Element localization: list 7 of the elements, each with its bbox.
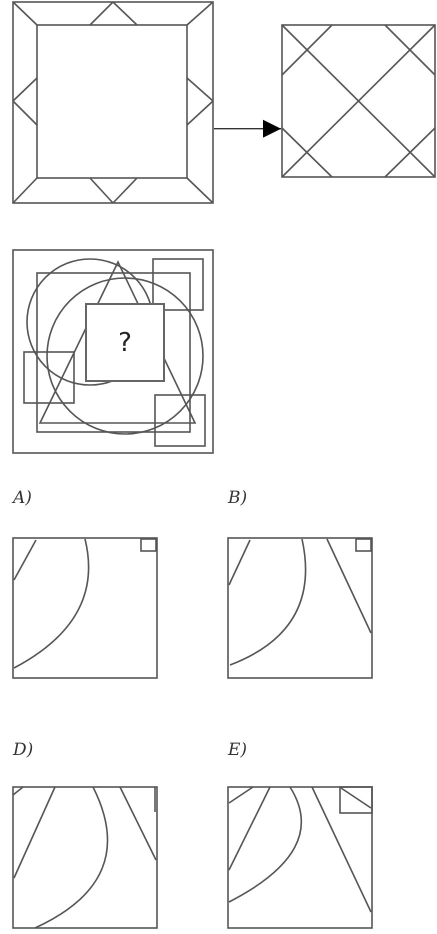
option-letter: A) bbox=[13, 488, 32, 508]
option-letter: D) bbox=[13, 740, 34, 760]
question-box bbox=[85, 303, 165, 382]
option-letter: B) bbox=[228, 488, 248, 508]
question-mark: ? bbox=[118, 328, 132, 358]
option-letter: E) bbox=[228, 740, 248, 760]
arrow bbox=[214, 120, 281, 138]
